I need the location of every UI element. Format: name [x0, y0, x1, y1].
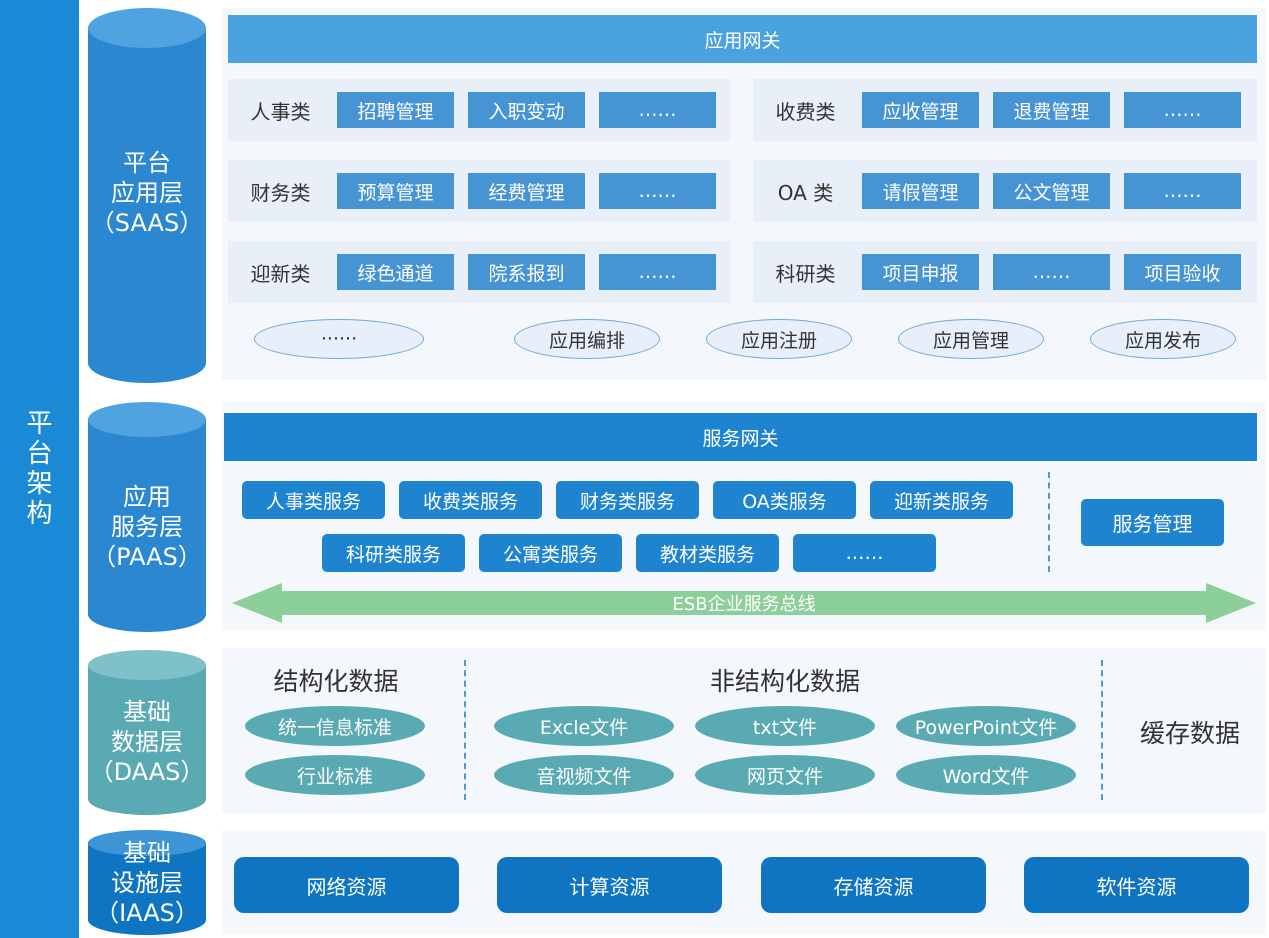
module-more[interactable]: ……: [993, 254, 1110, 290]
app-management[interactable]: 应用管理: [898, 319, 1044, 359]
service-research[interactable]: 科研类服务: [322, 534, 465, 572]
module-more[interactable]: ……: [599, 173, 716, 209]
daas-layer-cylinder: 基础 数据层 （DAAS）: [88, 650, 206, 815]
data-industry-standard: 行业标准: [245, 755, 425, 795]
module-more[interactable]: ……: [1124, 173, 1241, 209]
module-onboarding[interactable]: 入职变动: [468, 92, 585, 128]
module-more[interactable]: ……: [599, 92, 716, 128]
saas-layer-line2: 应用层: [111, 179, 183, 207]
application-gateway-label: 应用网关: [704, 29, 781, 52]
iaas-layer-line1: 基础: [123, 839, 171, 867]
category-label: 科研类: [775, 261, 836, 286]
cache-data-label: 缓存数据: [1139, 719, 1240, 748]
data-unified-standard: 统一信息标准: [245, 706, 425, 746]
paas-layer-line1: 应用: [123, 483, 171, 511]
module-department-registration[interactable]: 院系报到: [468, 254, 585, 290]
esb-bus-arrow: [232, 583, 1256, 623]
app-registration[interactable]: 应用注册: [706, 319, 852, 359]
saas-layer-line1: 平台: [123, 149, 171, 177]
iaas-layer-line2: 设施层: [111, 869, 183, 897]
service-fees[interactable]: 收费类服务: [399, 481, 542, 519]
data-audio-video-files: 音视频文件: [494, 755, 674, 795]
data-txt-files: txt文件: [695, 706, 875, 746]
service-orientation[interactable]: 迎新类服务: [870, 481, 1013, 519]
module-refunds[interactable]: 退费管理: [993, 92, 1110, 128]
daas-divider-right: [1101, 660, 1103, 800]
module-more[interactable]: ……: [599, 254, 716, 290]
platform-architecture-label: 平台架构: [26, 409, 53, 529]
service-dormitory[interactable]: 公寓类服务: [479, 534, 622, 572]
module-leave[interactable]: 请假管理: [862, 173, 979, 209]
app-orchestration[interactable]: 应用编排: [514, 319, 660, 359]
resource-network[interactable]: 网络资源: [234, 857, 459, 913]
platform-architecture-bar: 平台架构: [0, 0, 79, 938]
iaas-layer-cylinder: 基础 设施层 （IAAS）: [88, 830, 206, 935]
resource-storage[interactable]: 存储资源: [761, 857, 986, 913]
app-ellipsis-more: ······: [254, 319, 424, 359]
module-receivables[interactable]: 应收管理: [862, 92, 979, 128]
data-word-files: Word文件: [896, 755, 1076, 795]
data-web-files: 网页文件: [695, 755, 875, 795]
iaas-layer-line3: （IAAS）: [95, 899, 199, 927]
daas-layer-line1: 基础: [123, 698, 171, 726]
data-excel-files: Excle文件: [494, 706, 674, 746]
category-label: OA 类: [777, 180, 834, 205]
service-management[interactable]: 服务管理: [1081, 499, 1224, 546]
service-textbook[interactable]: 教材类服务: [636, 534, 779, 572]
daas-divider-left: [464, 660, 466, 800]
service-finance[interactable]: 财务类服务: [556, 481, 699, 519]
module-recruitment[interactable]: 招聘管理: [337, 92, 454, 128]
application-gateway: 应用网关: [228, 15, 1257, 63]
service-oa[interactable]: OA类服务: [713, 481, 856, 519]
module-funding[interactable]: 经费管理: [468, 173, 585, 209]
esb-bus-label: ESB企业服务总线: [672, 594, 816, 615]
service-gateway: 服务网关: [224, 413, 1257, 461]
saas-layer-cylinder: 平台 应用层 （SAAS）: [88, 8, 206, 383]
service-more[interactable]: ……: [793, 534, 936, 572]
paas-divider: [1048, 472, 1050, 572]
paas-layer-line3: （PAAS）: [92, 543, 202, 571]
structured-data-title: 结构化数据: [273, 667, 399, 696]
module-project-application[interactable]: 项目申报: [862, 254, 979, 290]
paas-layer-cylinder: 应用 服务层 （PAAS）: [88, 402, 206, 632]
resource-compute[interactable]: 计算资源: [497, 857, 722, 913]
service-hr[interactable]: 人事类服务: [242, 481, 385, 519]
module-green-channel[interactable]: 绿色通道: [337, 254, 454, 290]
category-label: 收费类: [775, 99, 836, 124]
data-powerpoint-files: PowerPoint文件: [896, 706, 1076, 746]
category-label: 人事类: [250, 99, 311, 124]
module-project-acceptance[interactable]: 项目验收: [1124, 254, 1241, 290]
category-label: 迎新类: [250, 261, 311, 286]
daas-layer-line3: （DAAS）: [89, 758, 205, 786]
module-budget[interactable]: 预算管理: [337, 173, 454, 209]
unstructured-data-title: 非结构化数据: [709, 667, 860, 696]
module-more[interactable]: ……: [1124, 92, 1241, 128]
module-documents[interactable]: 公文管理: [993, 173, 1110, 209]
daas-layer-line2: 数据层: [111, 728, 183, 756]
paas-layer-line2: 服务层: [111, 513, 183, 541]
resource-software[interactable]: 软件资源: [1024, 857, 1249, 913]
saas-layer-line3: （SAAS）: [90, 209, 204, 237]
service-gateway-label: 服务网关: [702, 427, 779, 450]
app-publishing[interactable]: 应用发布: [1090, 319, 1236, 359]
category-label: 财务类: [250, 180, 311, 205]
